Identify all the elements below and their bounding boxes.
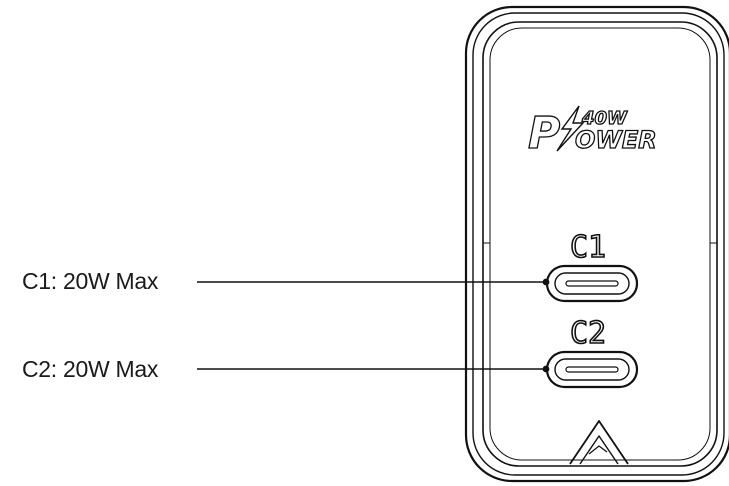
outer-shell-outline <box>464 5 729 483</box>
logo-word: OWER <box>575 126 657 154</box>
port-c2-tongue <box>565 366 619 373</box>
face-plate-outline <box>482 21 718 467</box>
charger-body <box>464 5 729 483</box>
port-c1-inner <box>554 272 630 295</box>
leader-dot-c1 <box>542 278 550 286</box>
callout-label-c1: C1: 20W Max <box>22 268 159 294</box>
usb-c-port-c1 <box>545 264 639 303</box>
callout-label-c2: C2: 20W Max <box>22 356 159 382</box>
brand-mark-icon <box>569 420 629 465</box>
callout-leaders <box>197 278 550 373</box>
face-plate-inner-outline <box>489 27 711 461</box>
power-logo: P 40W OWER <box>527 105 657 160</box>
logo-letter: P <box>528 108 560 159</box>
usb-c-port-c2 <box>545 350 639 389</box>
lightning-bolt-icon <box>556 105 585 152</box>
port-c2-outer <box>545 350 639 389</box>
outer-shell-inner-outline <box>472 12 725 476</box>
port-c1-outer <box>545 264 639 303</box>
port-label-c1: C1 <box>570 230 606 265</box>
port-c1-tongue <box>565 280 619 287</box>
logo-wattage: 40W <box>581 108 628 129</box>
leader-dot-c2 <box>542 365 550 373</box>
port-c2-inner <box>554 358 630 381</box>
port-label-c2: C2 <box>570 316 606 351</box>
